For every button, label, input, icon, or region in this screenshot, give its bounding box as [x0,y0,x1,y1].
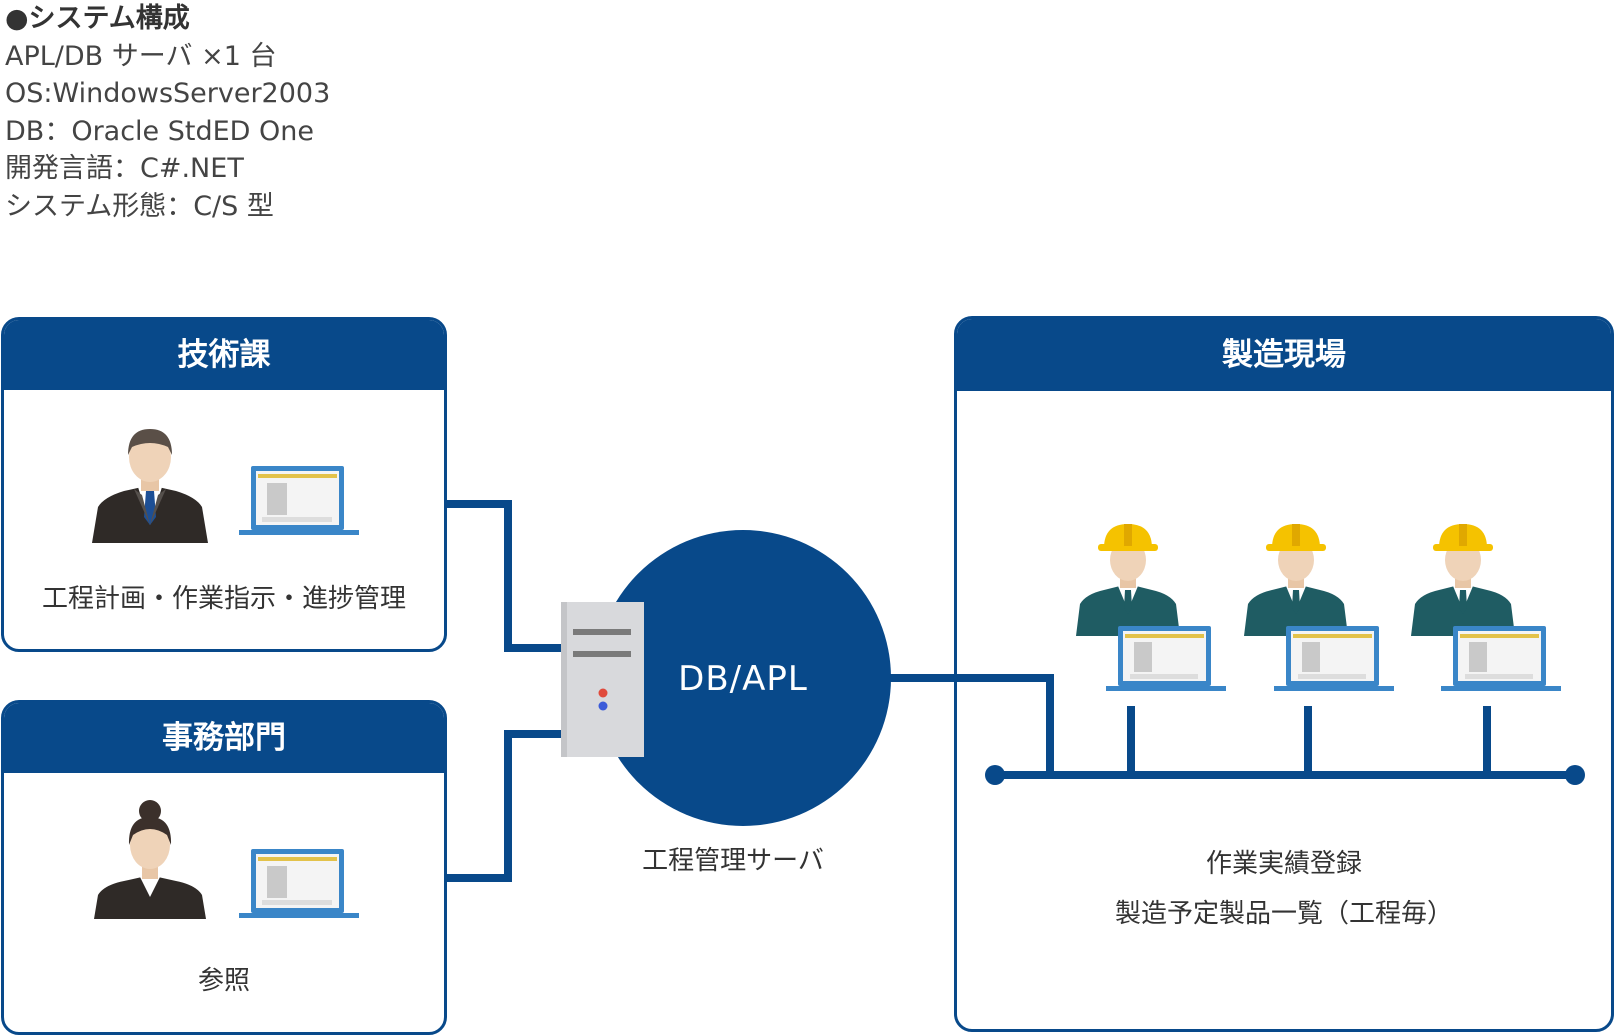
office-worker-with-laptop [94,800,359,919]
jimu-panel: 事務部門 参照 [1,700,447,1035]
link-jimu [440,730,565,882]
server-tower-icon [561,602,644,757]
spec-title: ●システム構成 [5,3,190,34]
engineer-with-laptop [92,429,359,543]
gijutsu-caption: 工程計画・作業指示・進捗管理 [41,584,406,614]
link-genba [890,674,1054,775]
genba-title: 製造現場 [957,319,1611,391]
hardhat-worker-icon [1076,524,1180,636]
gijutsu-panel: 技術課 工程計画・作業指示・進捗管理 [1,317,447,652]
genba-caption-1: 作業実績登録 [1205,849,1362,879]
server-label: DB/APL [678,659,808,699]
worker-3 [1411,524,1561,691]
laptop-icon [239,466,359,535]
system-spec: ●システム構成 APL/DB サーバ ×1 台 OS:WindowsServer… [5,0,330,225]
link-gijutsu [440,500,565,652]
server-circle [595,530,891,826]
genba-caption-2: 製造予定製品一覧（工程毎） [1114,899,1453,929]
laptop-icon [1106,626,1226,691]
factory-workers [1076,524,1561,691]
worker-2 [1244,524,1394,691]
spec-line: 開発言語：C#.NET [5,153,244,184]
laptop-icon [1274,626,1394,691]
businessman-icon [92,429,208,543]
bus-end-right [1565,765,1585,785]
spec-line: APL/DB サーバ ×1 台 [5,40,277,72]
laptop-icon [1441,626,1561,691]
bus-end-left [985,765,1005,785]
businesswoman-icon [94,800,206,919]
jimu-caption: 参照 [197,966,250,996]
spec-line: DB：Oracle StdED One [5,115,315,147]
laptop-icon [239,849,359,918]
hardhat-worker-icon [1244,524,1348,636]
gijutsu-title: 技術課 [4,320,444,390]
hardhat-worker-icon [1411,524,1515,636]
spec-line: システム形態：C/S 型 [5,190,274,222]
server-caption: 工程管理サーバ [642,846,824,876]
genba-panel: 製造現場 作業実績登録 製造予定製品一覧（工程毎） [954,316,1614,1032]
jimu-title: 事務部門 [4,703,444,773]
spec-line: OS:WindowsServer2003 [5,78,331,109]
worker-1 [1076,524,1226,691]
